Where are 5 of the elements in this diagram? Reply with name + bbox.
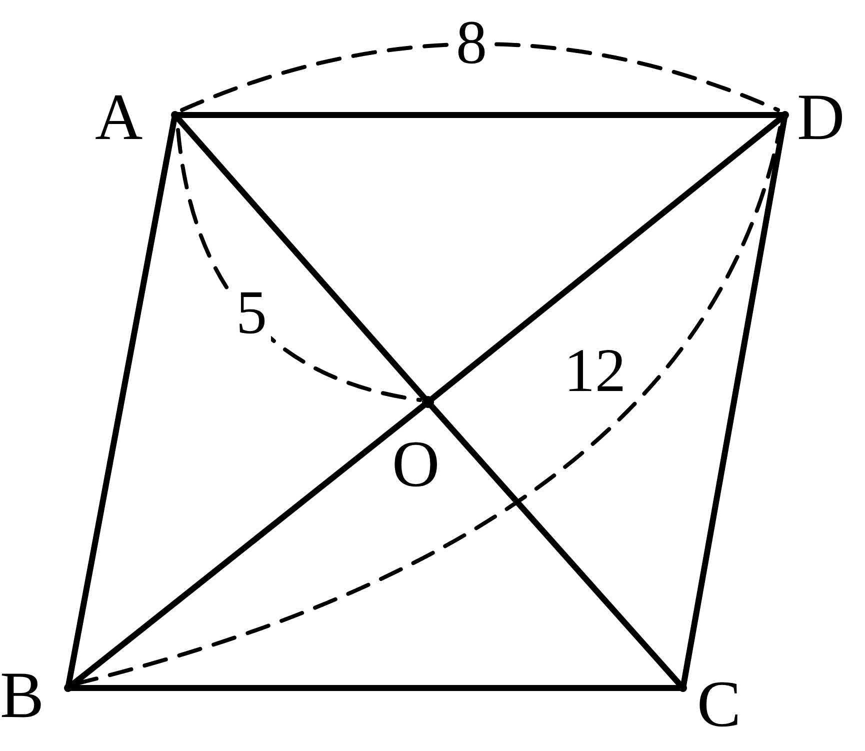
vertex-label: B [0,663,44,729]
vertex-label: C [697,672,742,738]
vertex-label: A [95,85,143,151]
vertex-label: O [392,432,440,498]
vertex-label: D [797,85,845,151]
